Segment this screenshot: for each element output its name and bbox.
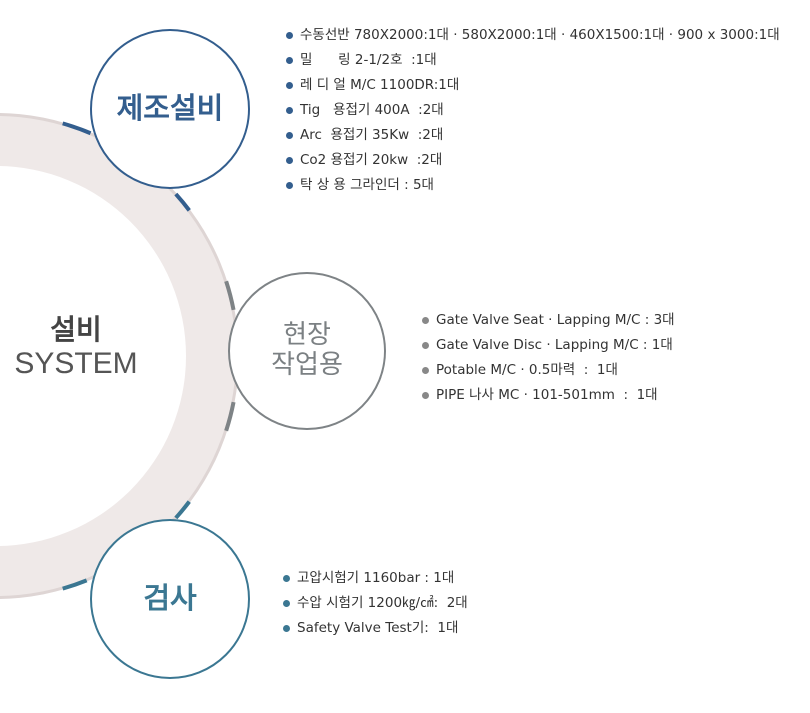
bullet-icon — [286, 107, 293, 114]
node-inspection-title: 검사 — [143, 581, 197, 616]
bullet-icon — [286, 132, 293, 139]
center-title: 설비 — [50, 313, 102, 346]
bullet-icon — [283, 575, 290, 582]
ring-accent-arc — [224, 401, 236, 432]
ring-accent-arc — [174, 192, 191, 212]
list-item: PIPE 나사 MC · 101-501mm : 1대 — [422, 383, 675, 408]
list-item: Co2 용접기 20kw :2대 — [286, 148, 780, 173]
node-manufacturing-title: 제조설비 — [116, 91, 224, 126]
ring-accent-arc — [174, 500, 191, 520]
field-equipment-list: Gate Valve Seat · Lapping M/C : 3대 Gate … — [422, 308, 675, 408]
bullet-icon — [286, 182, 293, 189]
ring-accent-arc — [62, 121, 92, 136]
ring-accent-arc — [62, 578, 88, 591]
bullet-icon — [286, 157, 293, 164]
list-item: Arc 용접기 35Kw :2대 — [286, 123, 780, 148]
ring-inner — [0, 166, 186, 546]
bullet-icon — [422, 317, 429, 324]
node-inspection: 검사 — [90, 519, 250, 679]
bullet-icon — [286, 32, 293, 39]
bullet-icon — [283, 600, 290, 607]
node-field-work: 현장 작업용 — [228, 272, 386, 430]
bullet-icon — [422, 392, 429, 399]
ring-accent-arc — [224, 280, 236, 311]
list-item: 밀 링 2-1/2호 :1대 — [286, 48, 780, 73]
list-item: 고압시험기 1160bar : 1대 — [283, 566, 468, 591]
center-subtitle: SYSTEM — [14, 347, 138, 380]
bullet-icon — [286, 57, 293, 64]
list-item: Gate Valve Seat · Lapping M/C : 3대 — [422, 308, 675, 333]
list-item: 수압 시험기 1200㎏/㎠: 2대 — [283, 591, 468, 616]
node-field-title-line2: 작업용 — [271, 350, 343, 380]
list-item: Potable M/C · 0.5마력 : 1대 — [422, 358, 675, 383]
bullet-icon — [283, 625, 290, 632]
list-item: 수동선반 780X2000:1대 · 580X2000:1대 · 460X150… — [286, 23, 780, 48]
manufacturing-equipment-list: 수동선반 780X2000:1대 · 580X2000:1대 · 460X150… — [286, 23, 780, 198]
list-item: Safety Valve Test기: 1대 — [283, 616, 468, 641]
list-item: 탁 상 용 그라인더 : 5대 — [286, 173, 780, 198]
list-item: Tig 용접기 400A :2대 — [286, 98, 780, 123]
list-item: 레 디 얼 M/C 1100DR:1대 — [286, 73, 780, 98]
center-label: 설비 SYSTEM — [0, 313, 152, 381]
bullet-icon — [422, 367, 429, 374]
node-manufacturing: 제조설비 — [90, 29, 250, 189]
bullet-icon — [422, 342, 429, 349]
bullet-icon — [286, 82, 293, 89]
list-item: Gate Valve Disc · Lapping M/C : 1대 — [422, 333, 675, 358]
node-field-title-line1: 현장 — [283, 320, 331, 351]
inspection-equipment-list: 고압시험기 1160bar : 1대 수압 시험기 1200㎏/㎠: 2대 Sa… — [283, 566, 468, 641]
